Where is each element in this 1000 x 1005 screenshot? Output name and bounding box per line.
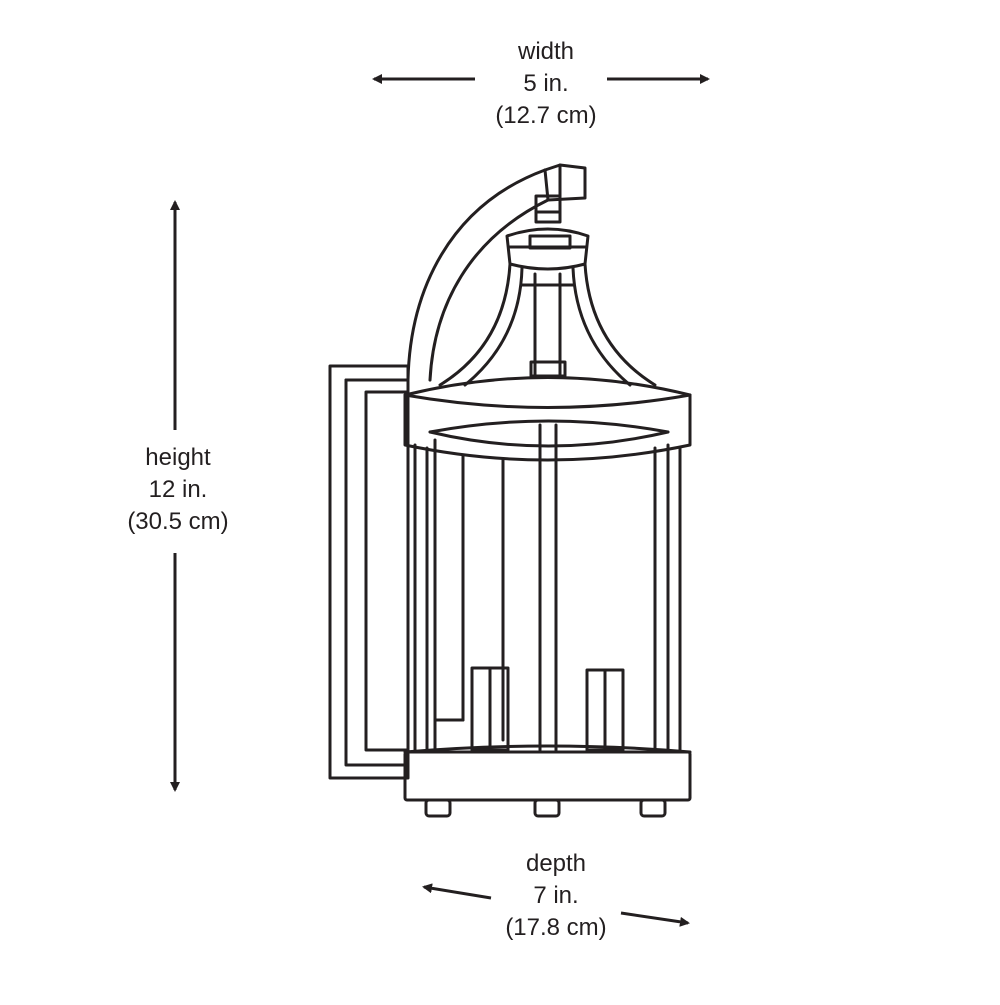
height-label: height 12 in. (30.5 cm): [98, 442, 258, 538]
cage-bars: [413, 423, 682, 752]
mounting-arm: [406, 163, 587, 382]
candle-sockets: [470, 666, 625, 752]
width-metric: (12.7 cm): [495, 102, 597, 129]
top-ring: [403, 376, 692, 462]
bottom-ring: [403, 744, 692, 802]
height-metric: (30.5 cm): [127, 508, 229, 535]
width-name: width: [517, 38, 575, 65]
depth-arrow: [422, 883, 690, 927]
base-feet: [424, 798, 667, 818]
depth-imperial: 7 in.: [533, 882, 579, 909]
top-cap: [505, 194, 590, 271]
lantern-neck: [438, 262, 657, 387]
depth-label: depth 7 in. (17.8 cm): [476, 848, 636, 944]
depth-metric: (17.8 cm): [505, 914, 607, 941]
width-label: width 5 in. (12.7 cm): [466, 36, 626, 132]
wall-backplate: [328, 364, 410, 780]
width-imperial: 5 in.: [523, 70, 569, 97]
depth-name: depth: [525, 850, 587, 877]
height-name: height: [145, 444, 211, 471]
height-imperial: 12 in.: [148, 476, 208, 503]
